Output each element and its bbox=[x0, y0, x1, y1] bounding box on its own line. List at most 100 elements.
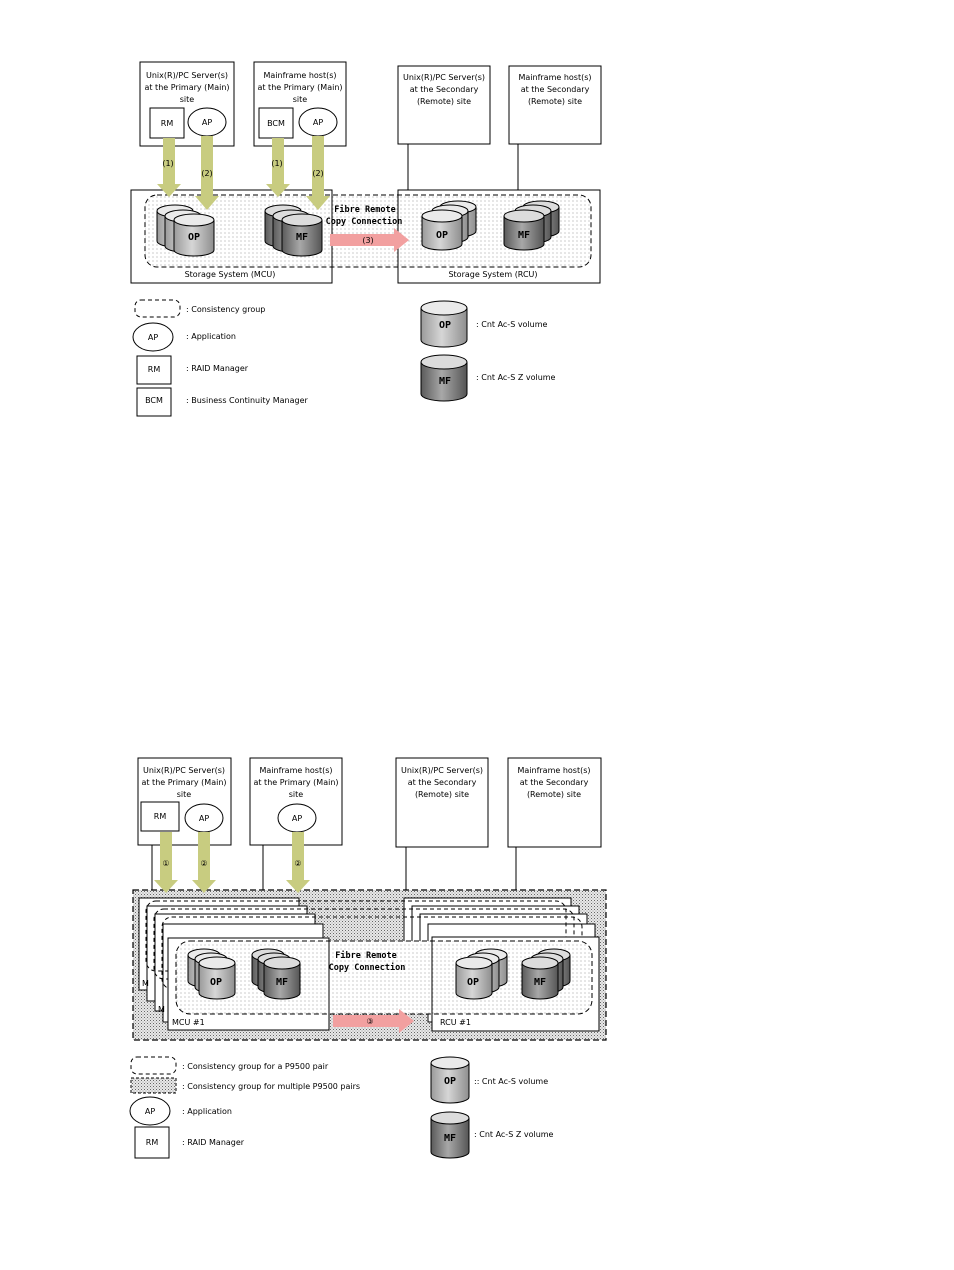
op-label: OP bbox=[439, 320, 451, 331]
host-label-line2: at the Secondary bbox=[408, 778, 477, 787]
mf-label: MF bbox=[276, 977, 288, 988]
bcm-label: BCM bbox=[267, 119, 285, 128]
host-secondary-unix: Unix(R)/PC Server(s) at the Secondary (R… bbox=[395, 757, 489, 848]
rm-box: RM bbox=[140, 801, 180, 832]
rm-label: RM bbox=[161, 119, 174, 128]
rcu-label: RCU #1 bbox=[440, 1018, 471, 1027]
ap-label: AP bbox=[313, 118, 323, 127]
legend-cg-swatch bbox=[134, 299, 181, 318]
mcu-label: Storage System (MCU) bbox=[185, 270, 276, 279]
green-arrow-2: (2) bbox=[195, 136, 219, 210]
op-label: OP bbox=[436, 230, 448, 241]
host-label-line1: Mainframe host(s) bbox=[518, 73, 591, 82]
host-label-line1: Mainframe host(s) bbox=[517, 766, 590, 775]
arrow-label: (2) bbox=[201, 169, 212, 178]
legend-cg-single-swatch bbox=[130, 1056, 177, 1075]
mf-label: MF bbox=[296, 232, 308, 243]
mf-volume-stack-rcu: MF bbox=[503, 200, 560, 251]
arrow-label: ③ bbox=[366, 1017, 373, 1026]
stack-label: M bbox=[142, 979, 149, 988]
mf-volume-stack-mcu: MF bbox=[264, 204, 323, 257]
mcu-label: MCU #1 bbox=[172, 1018, 205, 1027]
host-label-line3: site bbox=[293, 95, 308, 104]
legend-rm-swatch bbox=[134, 1126, 170, 1159]
legend-rm-swatch bbox=[136, 355, 172, 385]
op-volume-stack-mcu: OP bbox=[156, 204, 215, 257]
fibre-label-line2: Copy Connection bbox=[326, 216, 403, 227]
ap-ellipse: AP bbox=[298, 107, 338, 137]
host-label-line1: Unix(R)/PC Server(s) bbox=[143, 766, 225, 775]
op-label: OP bbox=[467, 977, 479, 988]
consistency-group bbox=[144, 194, 592, 268]
host-label-line3: (Remote) site bbox=[415, 790, 469, 799]
host-label-line3: (Remote) site bbox=[417, 97, 471, 106]
op-label: OP bbox=[188, 232, 200, 243]
host-label-line2: at the Secondary bbox=[521, 85, 590, 94]
legend-ap-text: : Application bbox=[182, 1107, 232, 1116]
arrow-label: (3) bbox=[362, 236, 373, 245]
ap-ellipse: AP bbox=[277, 803, 317, 833]
arrow-label: ① bbox=[162, 859, 169, 868]
mf-volume-stack-rcu: MF bbox=[521, 948, 571, 1000]
legend-op-text: :: Cnt Ac-S volume bbox=[474, 1077, 548, 1086]
host-label-line3: site bbox=[289, 790, 304, 799]
host-label-line3: site bbox=[180, 95, 195, 104]
host-label-line1: Unix(R)/PC Server(s) bbox=[401, 766, 483, 775]
stack-label: M bbox=[158, 1005, 165, 1014]
green-arrow-2: ② bbox=[192, 832, 216, 893]
legend-cg-text: : Consistency group bbox=[186, 305, 265, 314]
legend-rm-text: : RAID Manager bbox=[182, 1138, 245, 1147]
fibre-label-line2: Copy Connection bbox=[329, 962, 406, 973]
host-label-line3: (Remote) site bbox=[527, 790, 581, 799]
host-label-line3: site bbox=[177, 790, 192, 799]
op-label: OP bbox=[444, 1076, 456, 1087]
legend-mf-text: : Cnt Ac-S Z volume bbox=[474, 1130, 554, 1139]
legend-ap-swatch bbox=[129, 1096, 171, 1126]
diagram-2: Unix(R)/PC Server(s) at the Primary (Mai… bbox=[129, 757, 607, 1159]
host-label-line1: Mainframe host(s) bbox=[263, 71, 336, 80]
arrow-label: ② bbox=[294, 859, 301, 868]
green-arrow-1: ① bbox=[154, 832, 178, 893]
arrow-label: (2) bbox=[312, 169, 323, 178]
legend-rm-text: : RAID Manager bbox=[186, 364, 249, 373]
legend-bcm-swatch bbox=[136, 387, 172, 417]
host-secondary-unix: Unix(R)/PC Server(s) at the Secondary (R… bbox=[397, 65, 491, 145]
op-volume-stack-rcu: OP bbox=[421, 200, 477, 251]
op-volume-stack-rcu: OP bbox=[455, 948, 508, 1000]
green-arrow-3: (1) bbox=[266, 138, 290, 197]
ap-label: AP bbox=[148, 333, 158, 342]
mf-label: MF bbox=[444, 1133, 456, 1144]
green-arrow-1: (1) bbox=[157, 138, 181, 197]
legend-cg-multi-text: : Consistency group for multiple P9500 p… bbox=[182, 1082, 360, 1091]
fibre-label-line1: Fibre Remote bbox=[335, 950, 396, 961]
ap-ellipse: AP bbox=[184, 803, 224, 833]
legend-mf-text: : Cnt Ac-S Z volume bbox=[476, 373, 556, 382]
arrow-label: ② bbox=[200, 859, 207, 868]
pink-arrow: ③ bbox=[333, 1009, 414, 1033]
host-label-line1: Unix(R)/PC Server(s) bbox=[146, 71, 228, 80]
host-secondary-mainframe: Mainframe host(s) at the Secondary (Remo… bbox=[507, 757, 602, 848]
ap-label: AP bbox=[145, 1107, 155, 1116]
mf-label: MF bbox=[534, 977, 546, 988]
green-arrow-4: (2) bbox=[306, 136, 330, 210]
legend-op-cylinder: OP bbox=[430, 1056, 470, 1104]
mf-label: MF bbox=[518, 230, 530, 241]
legend-cg-multi-swatch bbox=[130, 1077, 177, 1094]
host-label-line1: Unix(R)/PC Server(s) bbox=[403, 73, 485, 82]
host-label-line2: at the Primary (Main) bbox=[144, 83, 229, 92]
legend-1: : Consistency group AP : Application RM … bbox=[132, 299, 556, 417]
rm-label: RM bbox=[154, 812, 167, 821]
host-label-line2: at the Primary (Main) bbox=[253, 778, 338, 787]
pink-arrow: (3) bbox=[330, 228, 409, 252]
legend-bcm-text: : Business Continuity Manager bbox=[186, 396, 309, 405]
rm-label: RM bbox=[146, 1138, 159, 1147]
fibre-label-line1: Fibre Remote bbox=[334, 204, 395, 215]
ap-label: AP bbox=[202, 118, 212, 127]
host-label-line3: (Remote) site bbox=[528, 97, 582, 106]
ap-ellipse: AP bbox=[187, 107, 227, 137]
arrow-label: (1) bbox=[162, 159, 173, 168]
host-label-line2: at the Primary (Main) bbox=[257, 83, 342, 92]
rm-label: RM bbox=[148, 365, 161, 374]
legend-op-text: : Cnt Ac-S volume bbox=[476, 320, 548, 329]
legend-ap-swatch bbox=[132, 322, 174, 352]
